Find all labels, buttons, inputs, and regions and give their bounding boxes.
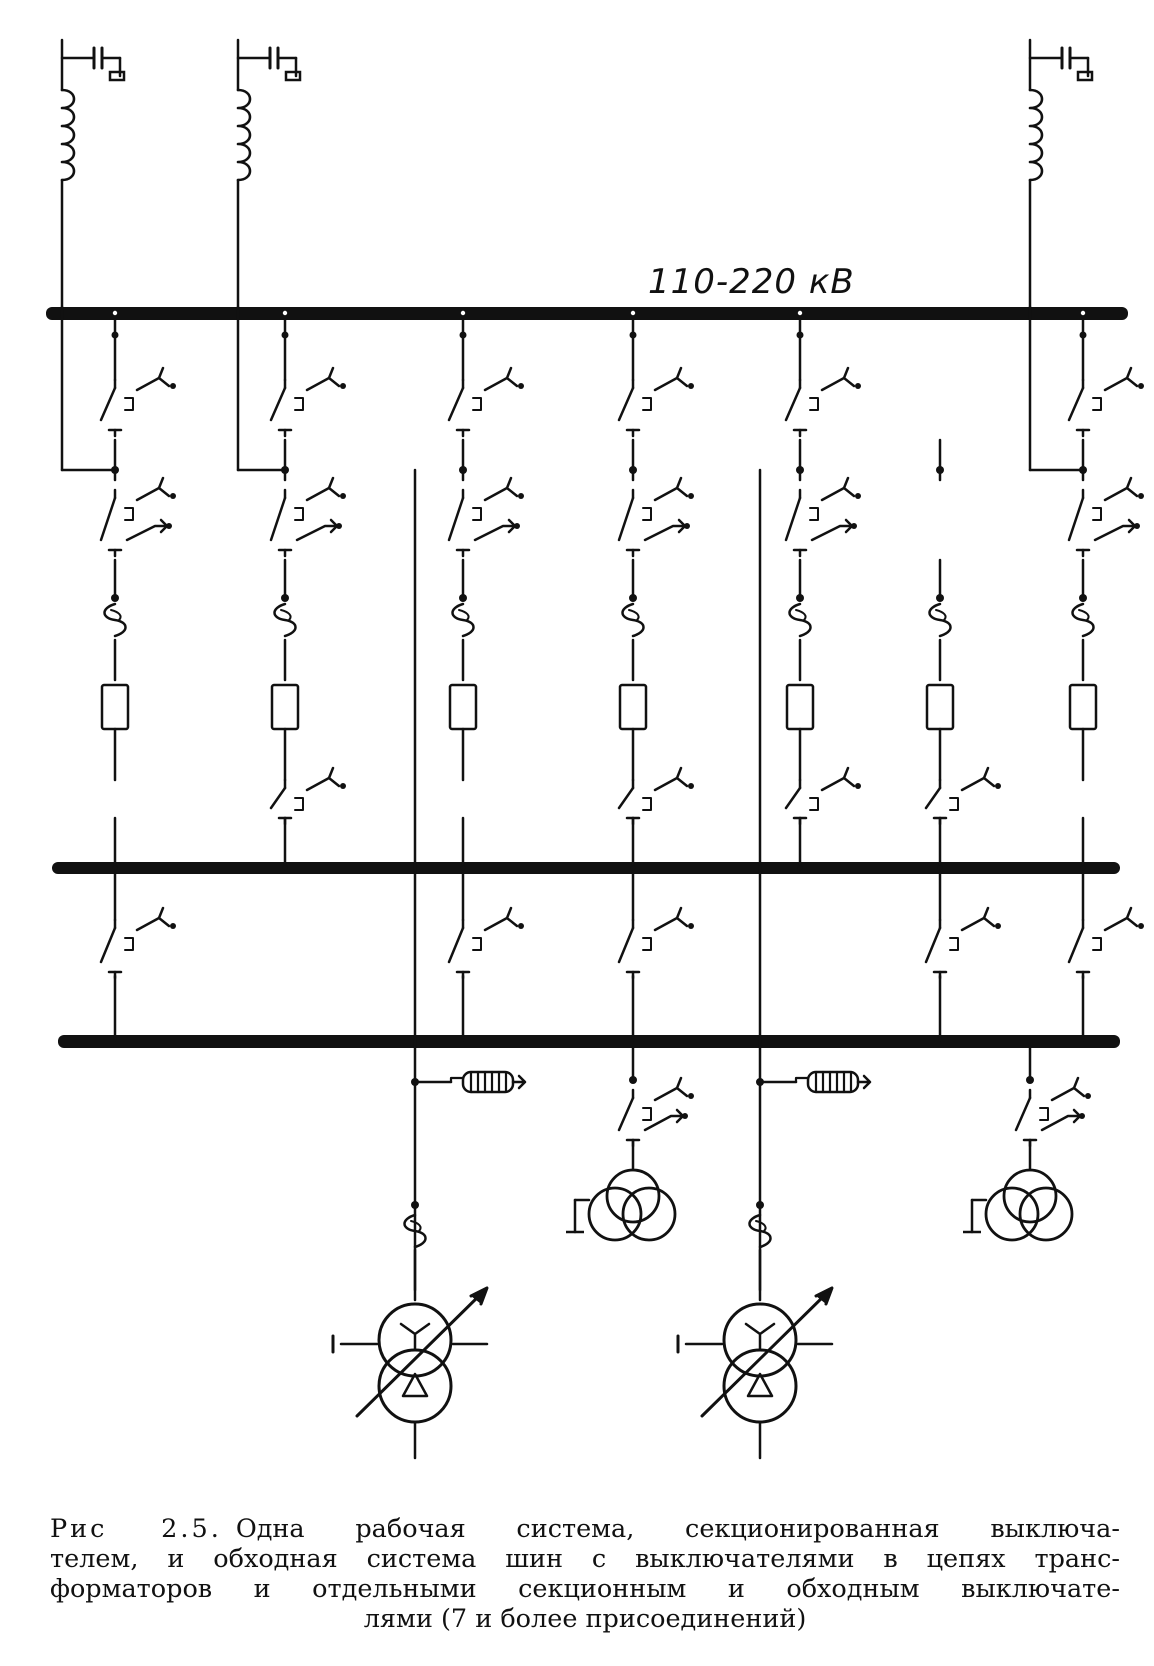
feeder-7 — [1028, 38, 1144, 1042]
power-transformer — [331, 1286, 489, 1460]
power-transformer — [676, 1286, 834, 1460]
current-transformer — [103, 602, 127, 638]
voltage-transformer-2 — [961, 1046, 1091, 1242]
bypass-disconnector — [269, 766, 346, 826]
figure-number: Рис 2.5. — [50, 1514, 222, 1544]
bypass-disconnector — [924, 766, 1001, 826]
feeder-4 — [617, 318, 694, 1042]
current-transformer — [273, 602, 297, 638]
feeder-2 — [236, 38, 346, 871]
line-disconnector — [99, 366, 176, 438]
main-bus-110-220kv — [46, 307, 1128, 320]
earth-switch — [473, 518, 520, 542]
earth-switch — [643, 1108, 688, 1132]
bypass-bus-disconnector — [447, 906, 524, 980]
earth-switch — [1040, 1108, 1085, 1132]
circuit-breaker — [1068, 683, 1098, 731]
caption-line-3: форматоров и отдельными секционным и обх… — [50, 1574, 1120, 1604]
voltage-label: 110-220 кВ — [648, 262, 855, 302]
bypass-bus-disconnector — [1067, 906, 1144, 980]
feeder-3 — [447, 318, 524, 1042]
circuit-breaker — [785, 683, 815, 731]
transformer-circuit-2 — [676, 468, 872, 1460]
circuit-breaker — [448, 683, 478, 731]
current-transformer — [451, 602, 475, 638]
bus-disconnector — [99, 476, 176, 558]
earth-switch — [643, 518, 690, 542]
feeder-1 — [60, 38, 176, 1042]
circuit-breaker — [270, 683, 300, 731]
line-disconnector — [617, 366, 694, 438]
current-transformer — [403, 1213, 427, 1249]
bypass-bus-disconnector — [617, 906, 694, 980]
current-transformer — [621, 602, 645, 638]
circuit-breaker — [618, 683, 648, 731]
circuit-breaker — [925, 683, 955, 731]
bus-disconnector — [269, 476, 346, 558]
line-disconnector — [447, 366, 524, 438]
line-disconnector — [784, 366, 861, 438]
bus-disconnector — [784, 476, 861, 558]
voltage-transformer-1 — [564, 1046, 694, 1242]
earth-switch — [295, 518, 342, 542]
figure-caption: Рис 2.5. Одна рабочая система, секциониро… — [50, 1514, 1120, 1634]
line-disconnector — [269, 366, 346, 438]
caption-line-2: телем, и обходная система шин с выключат… — [50, 1544, 1120, 1574]
earth-switch — [125, 518, 172, 542]
feeder-circuits — [60, 38, 1144, 1460]
caption-line-1: Одна рабочая система, секционированная в… — [235, 1514, 1120, 1544]
circuit-breaker — [100, 683, 130, 731]
bypass-bus — [58, 1035, 1120, 1048]
current-transformer — [1071, 602, 1095, 638]
vt-disconnector — [617, 1076, 694, 1148]
caption-line-4: лями (7 и более присоединений) — [363, 1604, 807, 1634]
earth-switch — [1093, 518, 1140, 542]
busbars — [46, 307, 1128, 1048]
bypass-disconnector — [617, 766, 694, 826]
current-transformer — [788, 602, 812, 638]
bypass-bus-disconnector — [924, 906, 1001, 980]
earth-switch — [810, 518, 857, 542]
feeder-5 — [784, 318, 861, 871]
feeder-6 — [924, 438, 1001, 1042]
current-transformer — [928, 602, 952, 638]
current-transformer — [748, 1213, 772, 1249]
bypass-bus-disconnector — [99, 906, 176, 980]
bypass-disconnector — [784, 766, 861, 826]
bus-disconnector — [1067, 476, 1144, 558]
bus-section-2 — [52, 862, 1120, 874]
bus-disconnector — [617, 476, 694, 558]
transformer-circuit-1 — [331, 468, 527, 1460]
bus-disconnector — [447, 476, 524, 558]
line-disconnector — [1067, 366, 1144, 438]
vt-disconnector — [1014, 1076, 1091, 1148]
